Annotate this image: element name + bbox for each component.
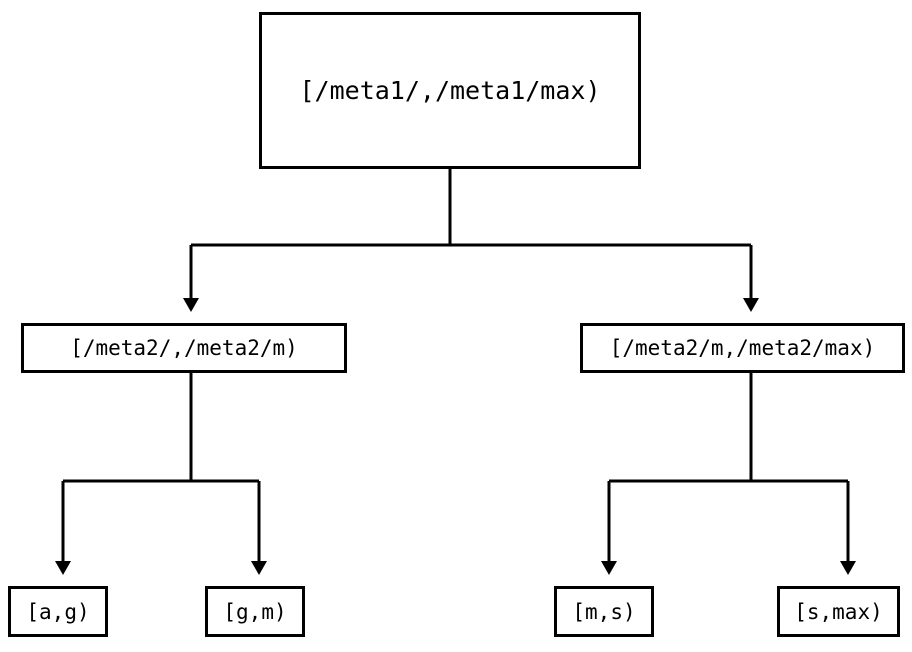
arrowhead-to-mid-left (183, 298, 199, 312)
arrowhead-to-leaf-ag (55, 561, 71, 575)
tree-node-leaf-smax[interactable]: [s,max) (777, 586, 900, 637)
tree-node-mid-right-label: [/meta2/m,/meta2/max) (609, 336, 876, 360)
tree-node-mid-left[interactable]: [/meta2/,/meta2/m) (21, 323, 347, 373)
arrowhead-to-leaf-gm (251, 561, 267, 575)
tree-node-leaf-gm-label: [g,m) (223, 599, 287, 624)
tree-node-leaf-smax-label: [s,max) (794, 599, 883, 624)
arrowhead-to-leaf-smax (840, 561, 856, 575)
tree-node-root-label: [/meta1/,/meta1/max) (299, 76, 601, 105)
tree-node-leaf-ms-label: [m,s) (572, 599, 636, 624)
tree-node-leaf-ag-label: [a,g) (26, 599, 90, 624)
tree-node-mid-left-label: [/meta2/,/meta2/m) (70, 336, 298, 360)
tree-node-mid-right[interactable]: [/meta2/m,/meta2/max) (580, 323, 905, 373)
arrowhead-to-mid-right (743, 298, 759, 312)
tree-node-leaf-gm[interactable]: [g,m) (205, 586, 305, 637)
tree-node-root[interactable]: [/meta1/,/meta1/max) (259, 12, 641, 169)
tree-node-leaf-ms[interactable]: [m,s) (554, 586, 654, 637)
arrowhead-to-leaf-ms (601, 561, 617, 575)
tree-node-leaf-ag[interactable]: [a,g) (8, 586, 108, 637)
